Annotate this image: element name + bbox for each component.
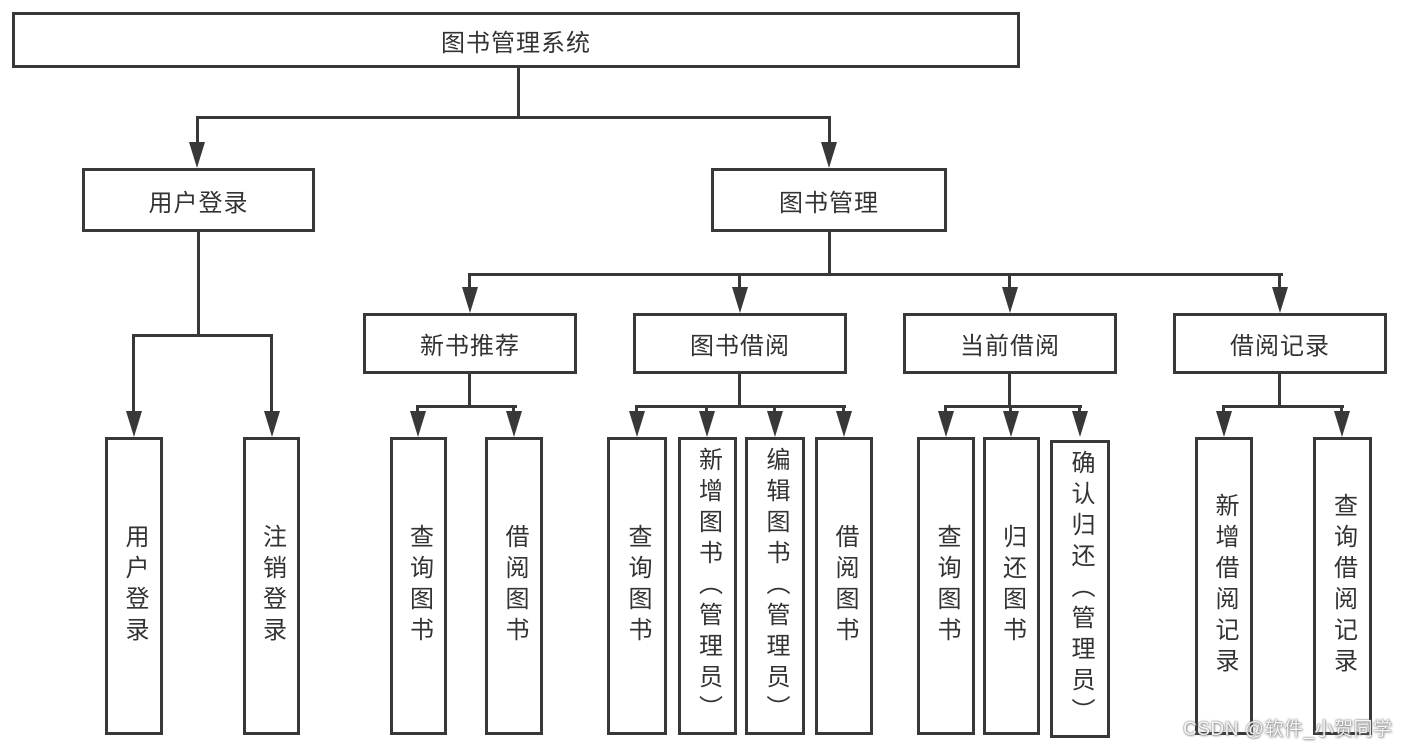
arrowhead-down-icon xyxy=(767,411,783,437)
arrowhead-down-icon xyxy=(462,287,478,313)
connector-hline xyxy=(196,116,831,119)
arrowhead-down-icon xyxy=(732,287,748,313)
connector-vline xyxy=(197,232,200,337)
node-leaf-add-borrow-record: 新增借阅记录 xyxy=(1195,437,1253,735)
node-leaf-query-borrow-record: 查询借阅记录 xyxy=(1313,437,1372,735)
node-leaf-add-books-admin: 新增图书（管理员） xyxy=(678,437,737,735)
arrowhead-down-icon xyxy=(264,411,280,437)
arrowhead-down-icon xyxy=(1072,411,1088,437)
node-label: 借阅图书 xyxy=(501,524,528,648)
connector-vline xyxy=(738,374,741,407)
arrowhead-down-icon xyxy=(821,142,837,168)
node-leaf-borrow-books-borrow: 借阅图书 xyxy=(815,437,873,735)
connector-vline xyxy=(517,68,520,119)
node-root: 图书管理系统 xyxy=(12,12,1020,68)
connector-hline xyxy=(468,273,1283,276)
node-new-book-recommend: 新书推荐 xyxy=(363,313,577,374)
connector-vline xyxy=(1278,273,1281,290)
arrowhead-down-icon xyxy=(189,142,205,168)
node-leaf-query-books-current: 查询图书 xyxy=(917,437,975,735)
node-label: 查询图书 xyxy=(933,524,960,648)
node-label: 图书管理 xyxy=(779,189,879,217)
node-label: 新增借阅记录 xyxy=(1211,493,1238,679)
node-leaf-borrow-books-recommend: 借阅图书 xyxy=(485,437,543,735)
node-label: 图书管理系统 xyxy=(441,29,591,57)
connector-vline xyxy=(270,334,273,415)
connector-vline xyxy=(468,374,471,407)
connector-vline xyxy=(828,116,831,146)
arrowhead-down-icon xyxy=(699,411,715,437)
connector-vline xyxy=(468,273,471,290)
node-label: 查询图书 xyxy=(624,524,651,648)
connector-vline xyxy=(1278,374,1281,407)
node-label: 确认归还（管理员） xyxy=(1067,449,1094,729)
node-label: 编辑图书（管理员） xyxy=(762,446,789,726)
connector-hline xyxy=(944,405,1082,408)
node-label: 新增图书（管理员） xyxy=(694,446,722,726)
node-label: 注销登录 xyxy=(258,524,286,648)
node-label: 图书借阅 xyxy=(690,333,790,360)
connector-vline xyxy=(738,273,741,290)
arrowhead-down-icon xyxy=(938,411,954,437)
arrowhead-down-icon xyxy=(836,411,852,437)
connector-hline xyxy=(132,334,273,337)
node-label: 当前借阅 xyxy=(960,333,1060,360)
node-user-login: 用户登录 xyxy=(82,168,315,232)
node-leaf-edit-books-admin: 编辑图书（管理员） xyxy=(745,437,805,735)
connector-vline xyxy=(1008,374,1011,407)
node-label: 借阅记录 xyxy=(1230,333,1330,360)
node-leaf-query-books-borrow: 查询图书 xyxy=(607,437,667,735)
arrowhead-down-icon xyxy=(506,411,522,437)
node-label: 查询图书 xyxy=(405,524,433,648)
arrowhead-down-icon xyxy=(1002,287,1018,313)
connector-vline xyxy=(132,334,135,415)
node-leaf-logout-login: 注销登录 xyxy=(243,437,300,735)
arrowhead-down-icon xyxy=(1334,411,1350,437)
node-borrow-records: 借阅记录 xyxy=(1173,313,1387,374)
node-leaf-user-login: 用户登录 xyxy=(105,437,163,735)
arrowhead-down-icon xyxy=(1272,287,1288,313)
node-leaf-query-books-recommend: 查询图书 xyxy=(390,437,447,735)
node-leaf-return-books: 归还图书 xyxy=(983,437,1040,735)
arrowhead-down-icon xyxy=(126,411,142,437)
connector-hline xyxy=(1222,405,1344,408)
connector-vline xyxy=(1008,273,1011,290)
node-label: 用户登录 xyxy=(121,524,148,648)
node-book-borrow: 图书借阅 xyxy=(633,313,847,374)
connector-vline xyxy=(828,232,831,276)
arrowhead-down-icon xyxy=(1216,411,1232,437)
node-label: 归还图书 xyxy=(998,524,1026,648)
connector-hline xyxy=(416,405,517,408)
node-leaf-confirm-return-admin: 确认归还（管理员） xyxy=(1050,440,1110,738)
connector-vline xyxy=(196,116,199,146)
arrowhead-down-icon xyxy=(629,411,645,437)
node-label: 新书推荐 xyxy=(420,333,520,360)
node-label: 查询借阅记录 xyxy=(1329,493,1357,679)
csdn-watermark: CSDN @软件_小贺同学 xyxy=(1183,719,1393,740)
node-book-management: 图书管理 xyxy=(711,168,947,232)
arrowhead-down-icon xyxy=(1003,411,1019,437)
node-current-borrow: 当前借阅 xyxy=(903,313,1117,374)
node-label: 用户登录 xyxy=(148,189,249,217)
arrowhead-down-icon xyxy=(410,411,426,437)
node-label: 借阅图书 xyxy=(831,524,858,648)
connector-hline xyxy=(635,405,846,408)
